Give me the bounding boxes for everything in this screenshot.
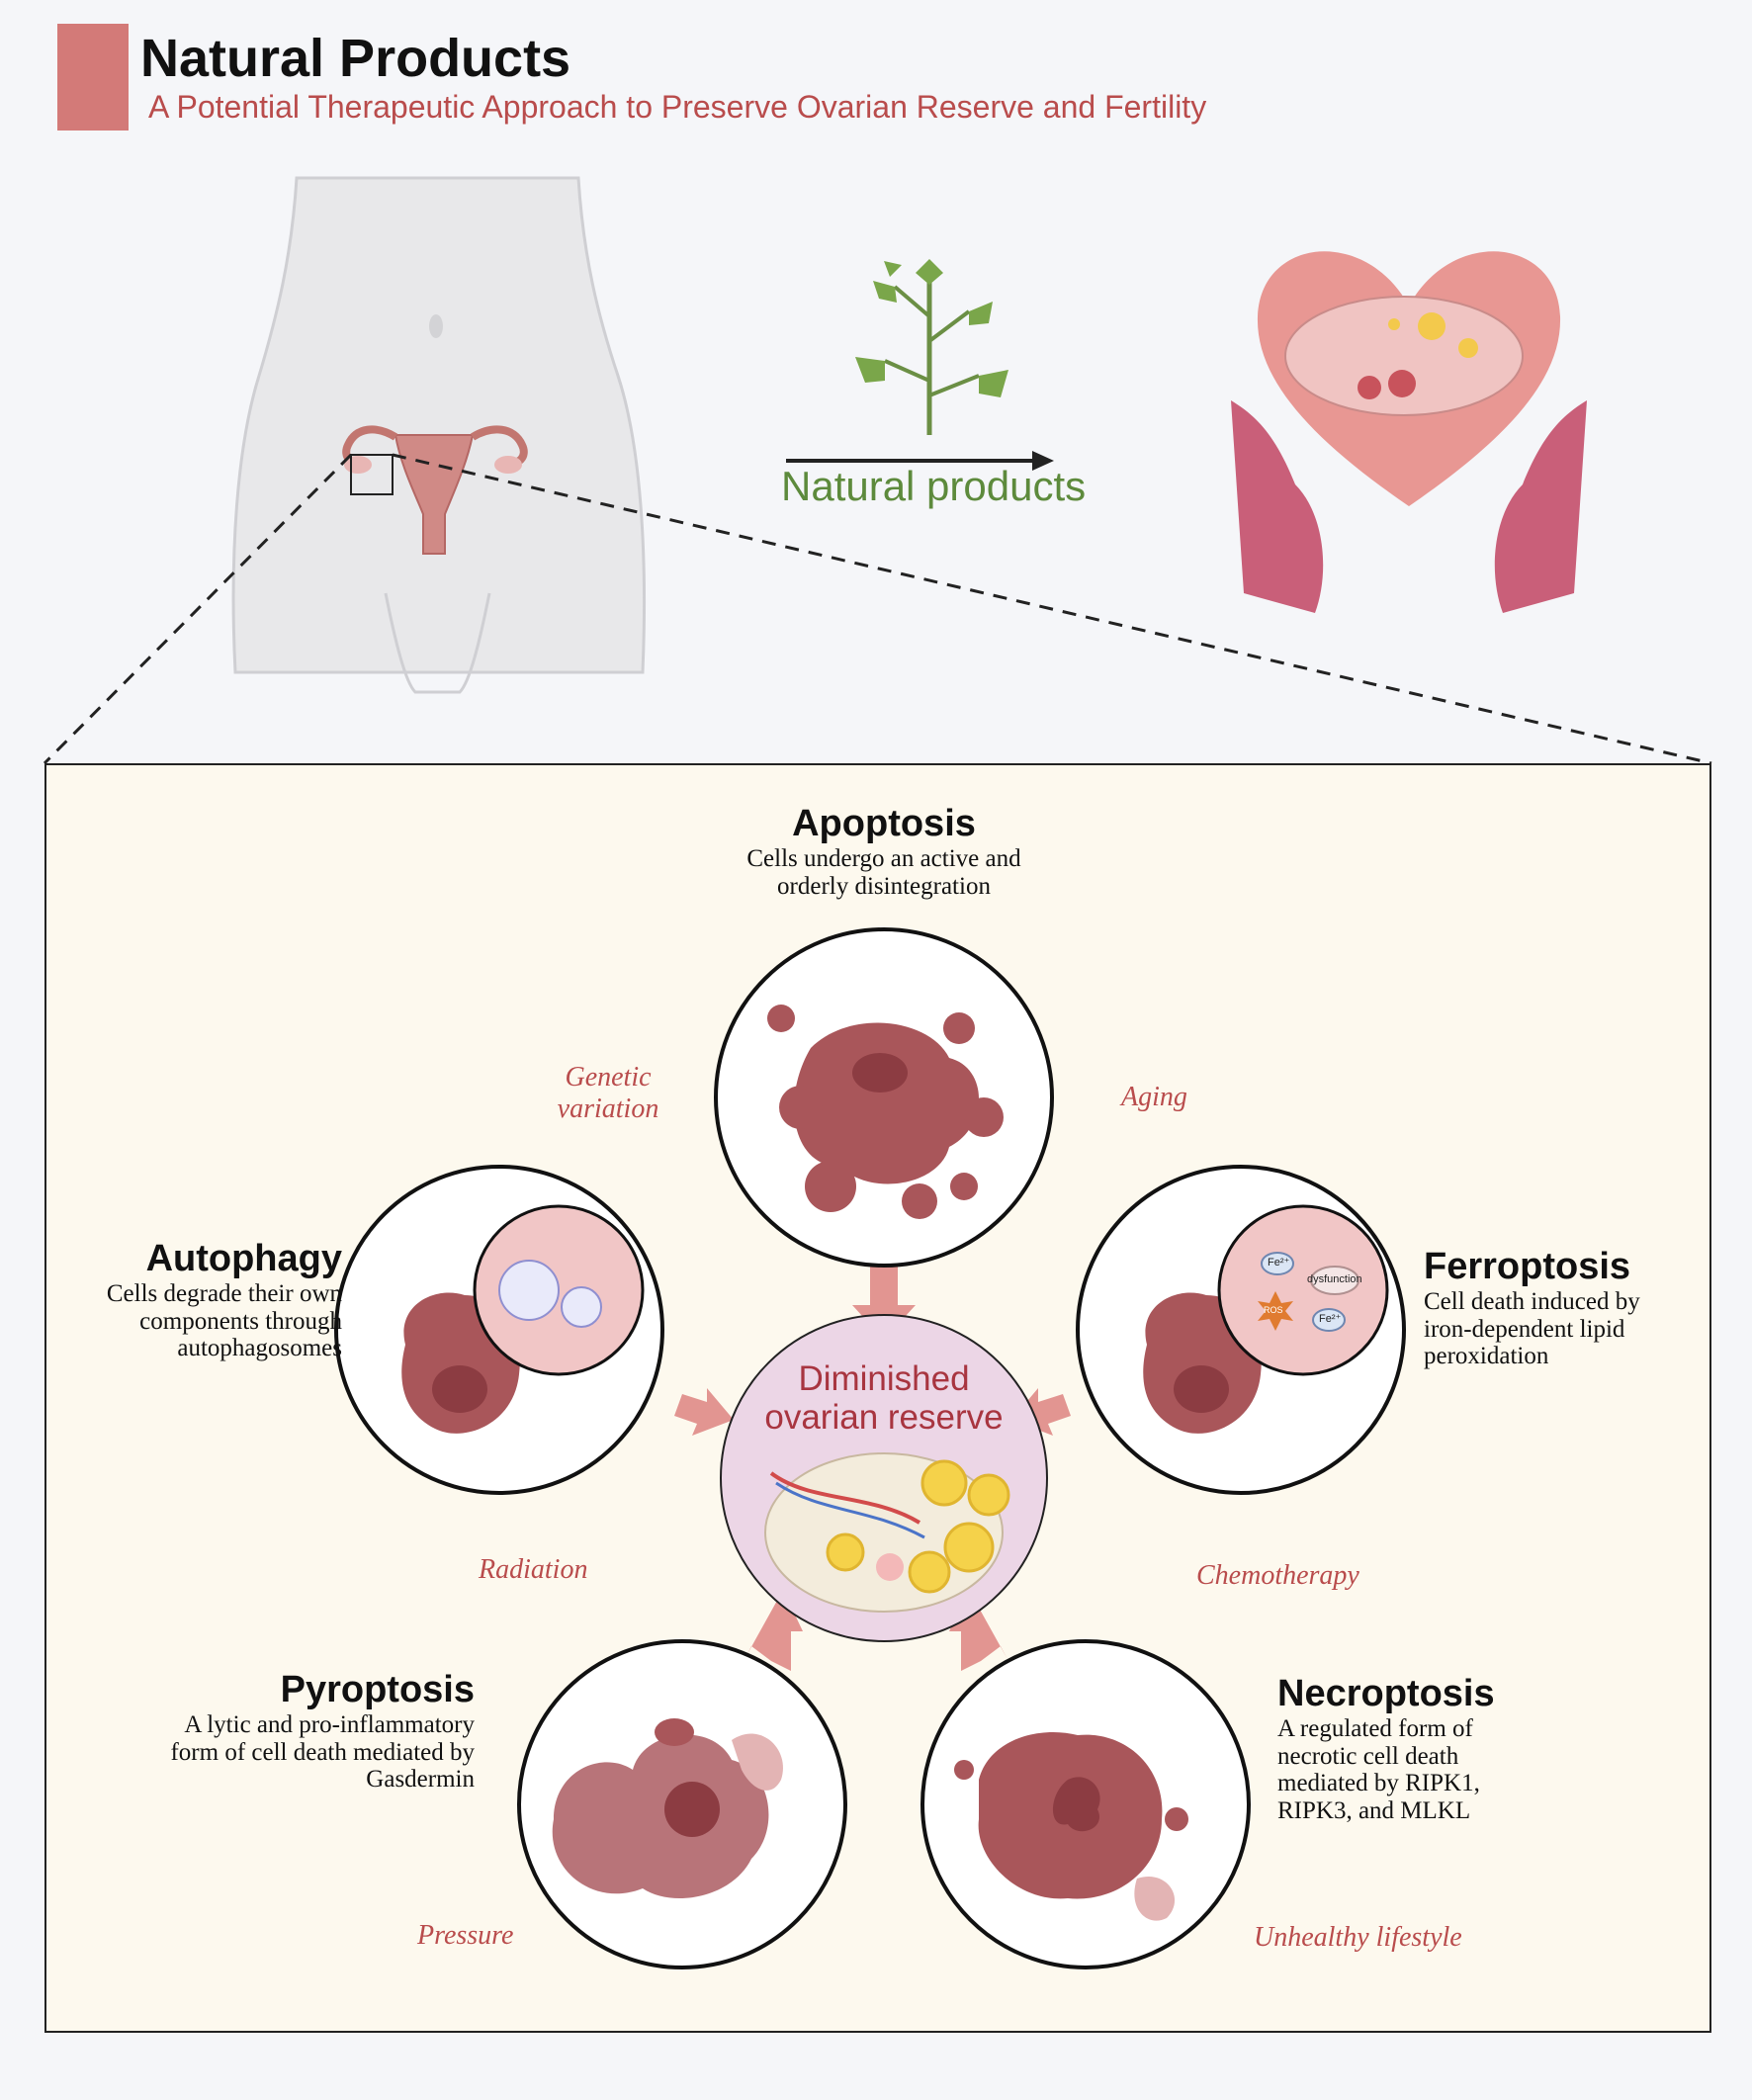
factor-aging: Aging <box>1121 1082 1187 1112</box>
necroptosis-desc-1: A regulated form of <box>1277 1715 1473 1742</box>
factor-genetic-variation: Genetic variation <box>534 1062 682 1125</box>
factor-radiation: Radiation <box>479 1554 588 1585</box>
necroptosis-desc-2: necrotic cell death <box>1277 1742 1459 1770</box>
center-label-line1: Diminished <box>798 1359 970 1398</box>
autophagy-desc-2: components through <box>139 1307 342 1335</box>
heart-hands-icon <box>1231 251 1587 613</box>
autophagy-desc-3: autophagosomes <box>177 1335 342 1361</box>
natural-products-arrow-label: Natural products <box>781 463 1087 509</box>
female-body-icon <box>231 176 647 694</box>
autophagy-text: Autophagy Cells degrade their own compon… <box>47 1238 342 1362</box>
fe-label-1: Fe²⁺ <box>1268 1257 1290 1269</box>
pyroptosis-desc-1: A lytic and pro-inflammatory <box>184 1711 475 1738</box>
ferroptosis-desc-2: iron-dependent lipid <box>1424 1315 1625 1343</box>
apoptosis-circle <box>714 927 1054 1268</box>
ros-label: ROS <box>1264 1305 1283 1315</box>
apoptosis-desc-2: orderly disintegration <box>777 872 991 900</box>
necroptosis-desc-3: mediated by RIPK1, <box>1277 1770 1480 1796</box>
autophagy-title: Autophagy <box>145 1238 342 1279</box>
ferroptosis-desc-3: peroxidation <box>1424 1343 1549 1369</box>
page-title: Natural Products <box>140 29 571 88</box>
pyroptosis-text: Pyroptosis A lytic and pro-inflammatory … <box>97 1669 475 1794</box>
necroptosis-title: Necroptosis <box>1277 1673 1495 1714</box>
apoptosis-title: Apoptosis <box>792 803 976 844</box>
center-label-line2: ovarian reserve <box>764 1397 1004 1437</box>
necroptosis-text: Necroptosis A regulated form of necrotic… <box>1277 1673 1574 1824</box>
factor-genetic-line1: Genetic <box>565 1062 652 1093</box>
necroptosis-desc-4: RIPK3, and MLKL <box>1277 1796 1471 1824</box>
center-label: Diminished ovarian reserve <box>736 1359 1032 1437</box>
apoptosis-text: Apoptosis Cells undergo an active and or… <box>686 803 1082 900</box>
necroptosis-circle <box>920 1639 1251 1969</box>
ferroptosis-circle <box>1076 1165 1406 1495</box>
page-subtitle: A Potential Therapeutic Approach to Pres… <box>148 89 1207 125</box>
factor-unhealthy-lifestyle: Unhealthy lifestyle <box>1254 1922 1462 1953</box>
ferroptosis-text: Ferroptosis Cell death induced by iron-d… <box>1424 1246 1720 1370</box>
ferroptosis-desc-1: Cell death induced by <box>1424 1288 1640 1315</box>
autophagy-desc-1: Cells degrade their own <box>106 1280 342 1307</box>
title-accent-bar <box>57 24 129 131</box>
pyroptosis-desc-2: form of cell death mediated by <box>170 1738 475 1766</box>
apoptosis-desc-1: Cells undergo an active and <box>746 845 1021 872</box>
pyroptosis-desc-3: Gasdermin <box>366 1766 475 1793</box>
factor-pressure: Pressure <box>417 1920 514 1951</box>
plant-icon <box>855 259 1008 435</box>
pyroptosis-title: Pyroptosis <box>280 1669 475 1710</box>
autophagy-circle <box>334 1165 664 1495</box>
factor-genetic-line2: variation <box>557 1094 659 1125</box>
factor-chemotherapy: Chemotherapy <box>1196 1560 1359 1591</box>
fe-label-2: Fe²⁺ <box>1319 1313 1342 1325</box>
dysfunction-label: dysfunction <box>1307 1273 1362 1285</box>
ferroptosis-title: Ferroptosis <box>1424 1246 1631 1287</box>
pyroptosis-circle <box>517 1639 847 1969</box>
center-ovary-circle <box>720 1314 1048 1642</box>
